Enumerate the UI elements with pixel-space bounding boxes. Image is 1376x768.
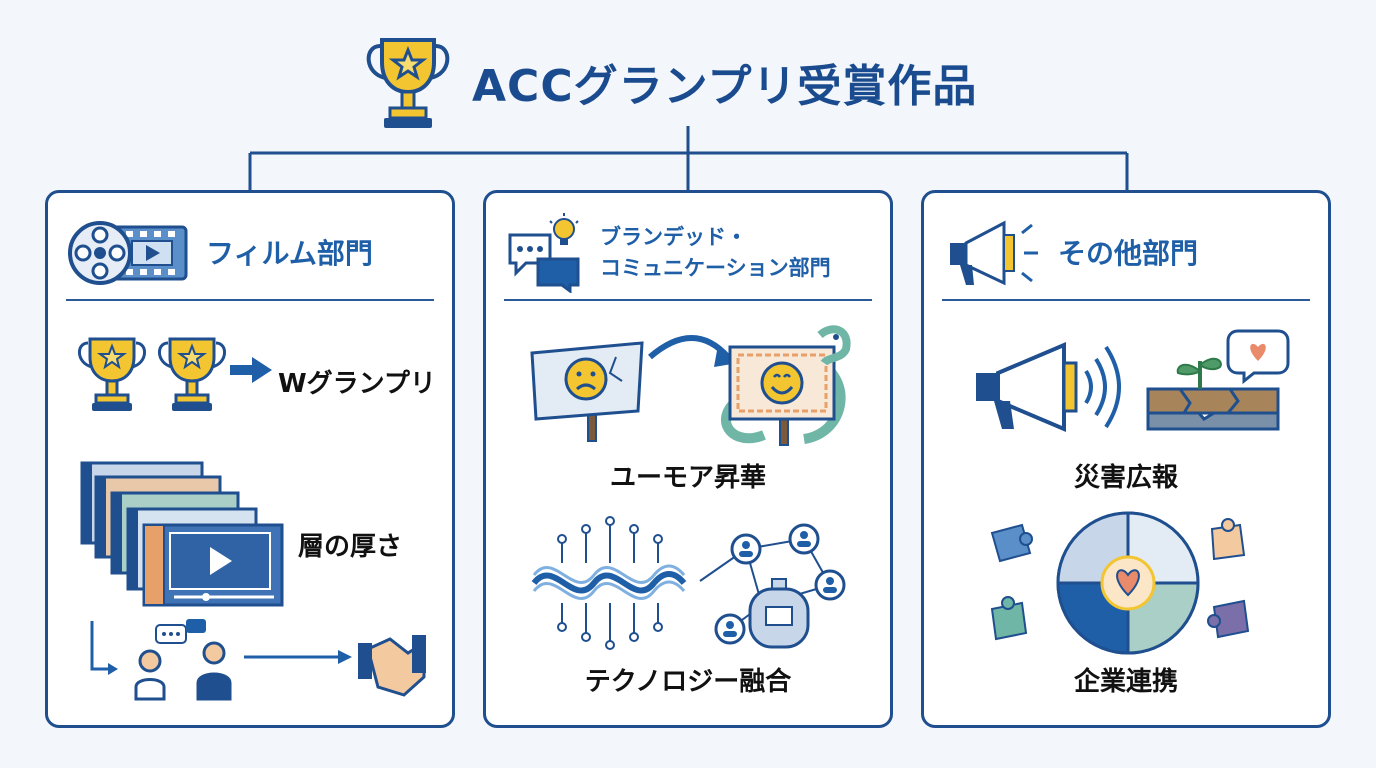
double-trophy-icon <box>78 337 272 411</box>
divider <box>942 299 1310 301</box>
panel-branded-header: ブランデッド・ コミュニケーション部門 <box>504 207 872 299</box>
megaphone-icon <box>950 220 1038 286</box>
stacked-film-icon <box>80 461 284 607</box>
item-disaster-label: 災害広報 <box>1073 463 1178 493</box>
panel-film-title: フィルム部門 <box>206 236 373 270</box>
item-depth-label: 層の厚さ <box>298 532 403 562</box>
item-collab-label: 企業連携 <box>1073 667 1178 697</box>
item-humor-label: ユーモア昇華 <box>609 463 766 493</box>
panel-branded-title: ブランデッド・ コミュニケーション部門 <box>600 222 831 285</box>
panel-others: その他部門 災害広報 企業連携 <box>921 190 1331 728</box>
divider <box>504 299 872 301</box>
puzzle-heart-icon <box>990 511 1250 655</box>
panel-film: フィルム部門 Wグランプリ <box>45 190 455 728</box>
handshake-icon <box>90 619 426 701</box>
panel-others-header: その他部門 <box>942 207 1310 299</box>
divider <box>66 299 434 301</box>
megaphone-sprout-icon <box>976 329 1290 433</box>
panel-branded-title-line1: ブランデッド・ <box>600 224 747 249</box>
panel-branded-title-line2: コミュニケーション部門 <box>600 256 831 280</box>
page-title: ACCグランプリ受賞作品 <box>472 61 978 112</box>
trophy-icon <box>366 38 450 128</box>
item-technology-label: テクノロジー融合 <box>584 667 792 697</box>
panel-others-title: その他部門 <box>1058 236 1199 270</box>
film-reel-icon <box>68 221 188 285</box>
panel-branded: ブランデッド・ コミュニケーション部門 ユーモア昇華 <box>483 190 893 728</box>
sign-transform-icon <box>530 325 851 446</box>
panel-film-header: フィルム部門 <box>66 207 434 299</box>
title-row: ACCグランプリ受賞作品 <box>360 32 977 132</box>
item-w-grandprix-label: Wグランプリ <box>278 369 436 399</box>
chat-lightbulb-icon <box>508 213 580 293</box>
network-tech-icon <box>531 516 846 650</box>
